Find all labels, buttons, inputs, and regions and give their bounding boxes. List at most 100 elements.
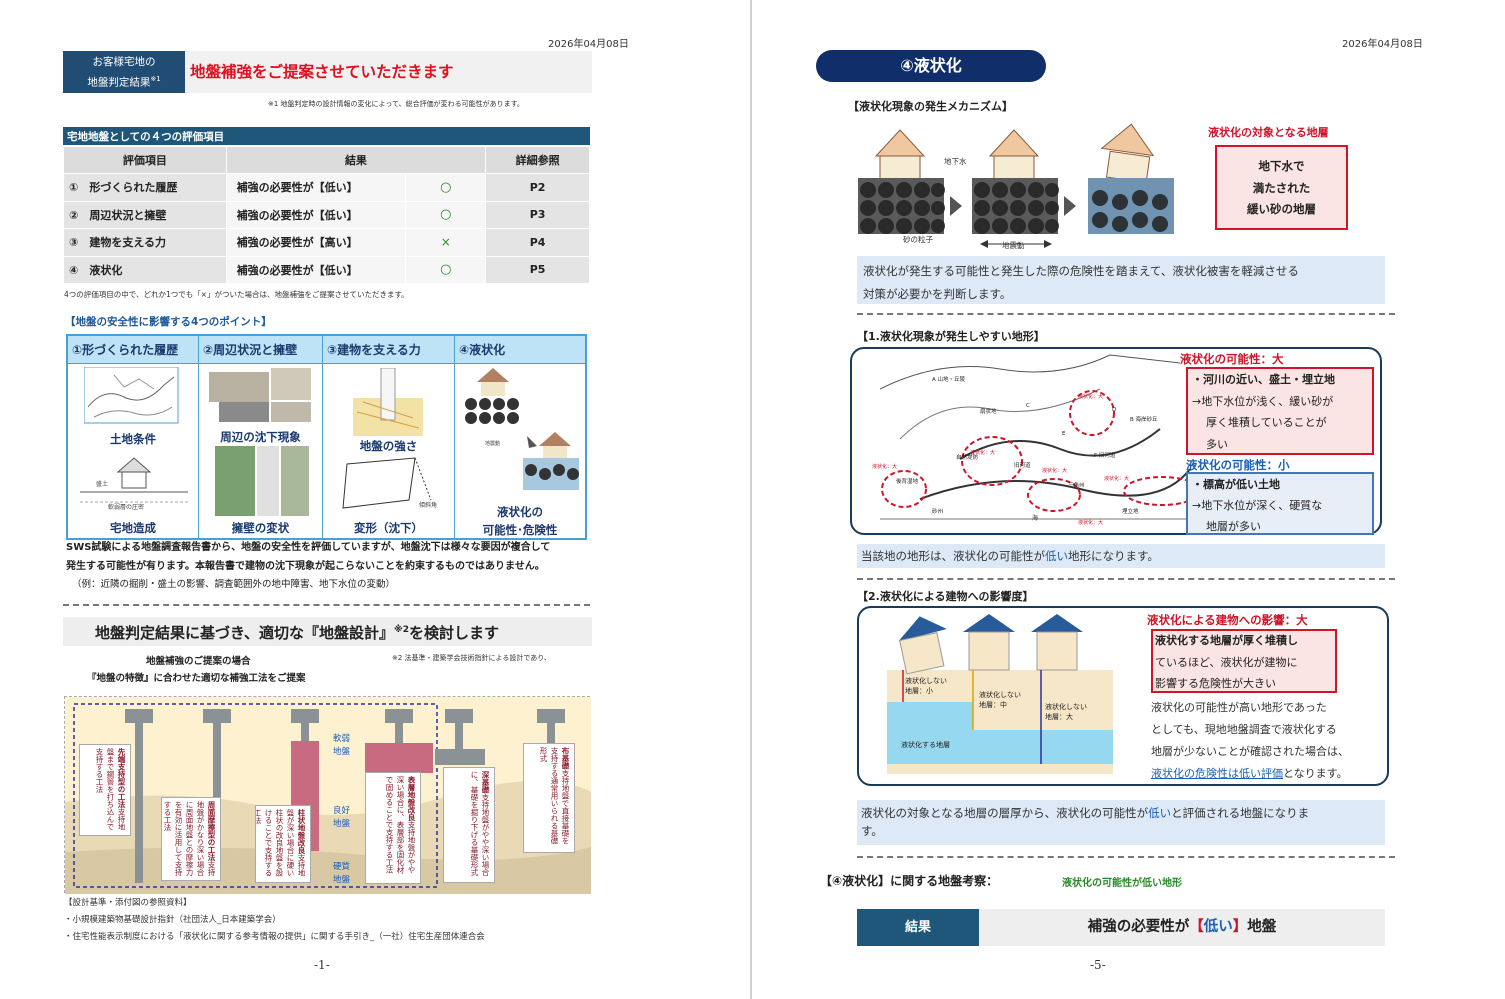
- page-number: -5-: [1090, 958, 1106, 972]
- row-mark: ×: [405, 228, 487, 257]
- high-line: 厚く堆積していることが: [1206, 416, 1327, 429]
- eval-footnote: 4つの評価項目の中で、どれか1つでも「×」がついた場合は、地盤補強をご提案させて…: [64, 290, 409, 299]
- map-label: 三角州: [1068, 483, 1085, 489]
- row-item: ③ 建物を支える力: [63, 228, 227, 257]
- table-row: ② 周辺状況と擁壁 補強の必要性が【低い】 ○ P3: [63, 200, 590, 229]
- point-sub-a: 盛土: [96, 481, 109, 488]
- intro-line: 液状化が発生する可能性と発生した際の危険性を踏まえて、液状化被害を軽減させる: [863, 264, 1299, 278]
- consideration-value: 液状化の可能性が低い地形: [1062, 878, 1182, 889]
- row-result: 補強の必要性が【高い】: [225, 228, 407, 257]
- row-mark: ○: [405, 200, 487, 229]
- map-label: 扇状地: [980, 409, 997, 415]
- high-line: 多い: [1206, 437, 1228, 451]
- point-label-a: 周辺の沈下現象: [220, 430, 301, 444]
- sec1-result: 当該地の地形は、液状化の可能性が低い地形になります。: [857, 544, 1385, 568]
- points-grid: ①形づくられた履歴 土地条件 盛土 軟弱層の圧密 宅地造成 ②周辺状況と擁壁: [66, 334, 587, 540]
- map-label: 海: [1032, 515, 1039, 522]
- row-mark: ○: [405, 255, 487, 284]
- sec2-result: 液状化の対象となる地層の層厚から、液状化の可能性が低いと評価される地盤になりま …: [857, 800, 1385, 845]
- impact-line: 影響する危険性が大きい: [1155, 677, 1276, 690]
- consideration-label: 【④液状化】に関する地盤考察：: [820, 874, 999, 888]
- landform-panel: A 山地・丘陵 扇状地 自然堤防 後背湿地 旧河道 三角州 海 砂州 埋立地 B…: [850, 347, 1382, 535]
- fig-label-large: 液状化しない地層：大: [1045, 703, 1087, 721]
- impact-panel: 液状化しない地層：小 液状化しない地層：中 液状化しない地層：大 液状化する地層…: [857, 606, 1389, 786]
- map-label-high: 液状化：大: [1078, 520, 1104, 526]
- headline: 地盤補強をご提案させていただきます: [190, 63, 454, 81]
- method-friction: 周面摩擦型の工法支持地盤がかなり深い場合に周面地盤との摩擦力を有効に活用して支持…: [161, 797, 221, 881]
- liquefaction-illustration: [465, 368, 579, 490]
- soil-label-good: 良好地盤: [333, 806, 351, 829]
- map-label: F 旧河道: [1094, 453, 1116, 459]
- foundation-methods-figure: 軟弱地盤 良好地盤 硬質地盤 先端支持型の工法支持地盤まで鋼管を打ち込んで支持す…: [64, 696, 591, 894]
- point-col-liquefaction: ④液状化 地震動 液状化の 可能性･危険性: [455, 336, 585, 538]
- row-item: ① 形づくられた履歴: [63, 173, 227, 202]
- impact-body-line: 地層が少ないことが確認された場合は、: [1151, 745, 1349, 758]
- result-label: 結果: [857, 909, 979, 946]
- eval-table-caption: 宅地地盤としての４つの評価項目: [63, 127, 590, 145]
- table-row: ① 形づくられた履歴 補強の必要性が【低い】 ○ P2: [63, 173, 590, 202]
- impact-body-tail: となります。: [1283, 767, 1348, 780]
- high-title: 液状化の可能性：大: [1180, 352, 1284, 366]
- design-headline-tail: を検討します: [408, 624, 499, 642]
- map-label: 埋立地: [1122, 509, 1139, 515]
- subsidence-photo: [209, 368, 311, 422]
- design-headline-text: 地盤判定結果に基づき、適切な『地盤設計』: [95, 624, 394, 642]
- map-label: E: [1062, 431, 1066, 437]
- method-deep-foundation: 深基礎支持地盤がやや深い場合に、基礎を掘り下げる基礎形式: [443, 767, 495, 883]
- result-post: 地盤: [1247, 919, 1277, 935]
- row-result: 補強の必要性が【低い】: [225, 173, 407, 202]
- low-line: →地下水位が深く、硬質な: [1192, 499, 1323, 512]
- design-headline-sup: ※2: [393, 625, 409, 635]
- map-label-high: 液状化：大: [1078, 394, 1104, 400]
- point-col-history: ①形づくられた履歴 土地条件 盛土 軟弱層の圧密 宅地造成: [68, 336, 199, 538]
- section-divider: [857, 578, 1395, 580]
- page-number: -1-: [314, 958, 330, 972]
- header-box-line1: お客様宅地の: [92, 56, 156, 68]
- label-seismic: 地震動: [1002, 241, 1025, 250]
- sec1-result-post: 地形になります。: [1068, 549, 1159, 563]
- page-date: 2026年04月08日: [1342, 39, 1423, 50]
- point-label-a: 土地条件: [110, 432, 156, 446]
- sws-paragraph: SWS試験による地盤調査報告書から、地盤の安全性を評価していますが、地盤沈下は様…: [66, 539, 591, 595]
- point-label-b: 宅地造成: [110, 521, 156, 535]
- sec2-heading: 【2.液状化による建物への影響度】: [857, 590, 1034, 603]
- sec1-result-pre: 当該地の地形は、液状化の可能性が: [861, 549, 1045, 563]
- low-line: ・標高が低い土地: [1192, 478, 1280, 491]
- map-label-high: 液状化：大: [1104, 476, 1130, 482]
- fig-label-mid: 液状化しない地層：中: [979, 691, 1021, 709]
- map-label: B 海岸砂丘: [1130, 417, 1158, 423]
- point-sub-b: 傾斜角: [419, 502, 438, 509]
- page-1: 2026年04月08日 お客様宅地の 地盤判定結果※1 地盤補強をご提案させてい…: [0, 0, 750, 999]
- page-divider: [750, 0, 752, 999]
- header-box-sup: ※1: [150, 75, 161, 83]
- target-line: 満たされた: [1252, 180, 1311, 195]
- map-label-high: 液状化：大: [872, 464, 898, 470]
- row-item: ② 周辺状況と擁壁: [63, 200, 227, 229]
- design-note2: ※2 法基準・建築学会技術指針による設計であり、: [392, 654, 551, 662]
- eval-table: 評価項目 結果 詳細参照 ① 形づくられた履歴 補強の必要性が【低い】 ○ P2…: [63, 146, 590, 284]
- label-sand: 砂の粒子: [903, 235, 933, 244]
- point-head: ③建物を支える力: [323, 336, 454, 364]
- sec1-result-em: 低い: [1045, 549, 1068, 563]
- mechanism-heading: 【液状化現象の発生メカニズム】: [848, 100, 1013, 113]
- row-ref: P4: [485, 228, 590, 257]
- section-divider: [63, 604, 590, 606]
- point-label-b: 擁壁の変状: [231, 521, 290, 535]
- map-label: 旧河道: [1014, 463, 1031, 469]
- col-header-item: 評価項目: [63, 146, 227, 174]
- landform-map: [880, 354, 1190, 520]
- impact-body-line: 液状化の可能性が高い地形であった: [1151, 701, 1327, 714]
- map-label-high: 液状化：大: [970, 450, 996, 456]
- method-end-bearing: 先端支持型の工法支持地盤まで鋼管を打ち込んで支持する工法: [79, 744, 131, 836]
- impact-title: 液状化による建物への影響：大: [1147, 613, 1308, 627]
- intro-text: 液状化が発生する可能性と発生した際の危険性を踏まえて、液状化被害を軽減させる 対…: [857, 256, 1385, 304]
- row-ref: P3: [485, 200, 590, 229]
- header-box-line2: 地盤判定結果: [87, 76, 151, 89]
- design-band: [63, 617, 592, 646]
- row-result: 補強の必要性が【低い】: [225, 255, 407, 284]
- row-ref: P5: [485, 255, 590, 284]
- soil-label-soft: 軟弱地盤: [333, 734, 351, 757]
- section-divider: [857, 313, 1395, 315]
- reference-item: ・小規模建築物基礎設計指針（社団法人_日本建築学会）: [64, 915, 281, 925]
- map-label-high: 液状化：大: [1042, 468, 1068, 474]
